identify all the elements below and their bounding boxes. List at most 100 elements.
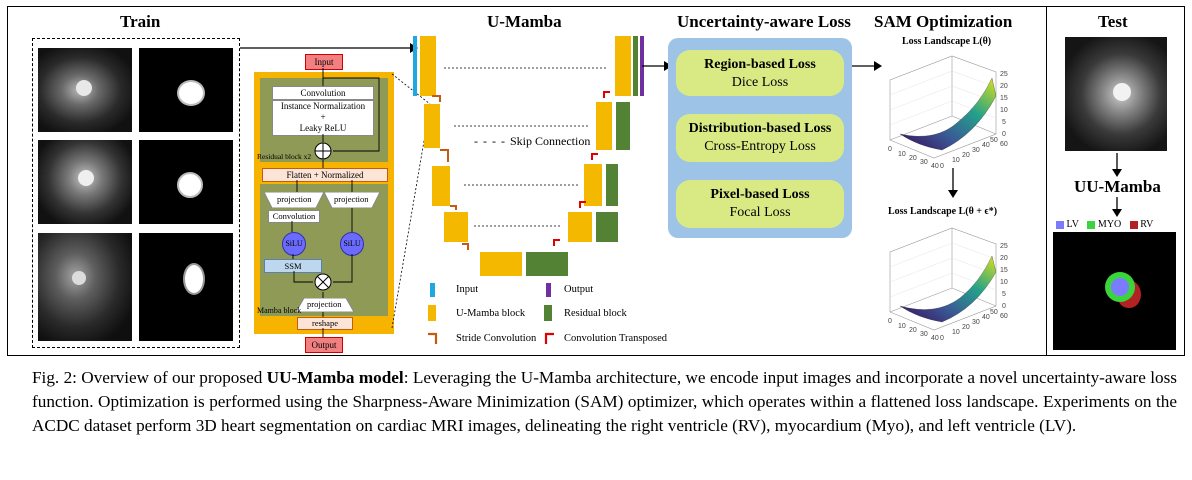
test-divider	[1046, 6, 1047, 356]
legend-input-label: Input	[456, 284, 479, 295]
svg-text:40: 40	[982, 314, 990, 321]
sam-plot2-title: Loss Landscape L(θ + ϵ*)	[888, 206, 998, 217]
block-convolution-box: Convolution	[272, 86, 374, 100]
svg-text:10: 10	[952, 157, 960, 164]
block-ssm-label: SSM	[284, 261, 302, 271]
legend-transposed-icon	[544, 332, 554, 344]
block-leaky-relu-label: Leaky ReLU	[299, 123, 347, 133]
svg-text:40: 40	[931, 335, 939, 342]
block-ssm-box: SSM	[264, 259, 322, 273]
block-output-label: Output	[311, 340, 337, 350]
test-segmentation-image	[1053, 232, 1176, 350]
umamba-architecture	[413, 36, 644, 276]
loss-region-heading: Region-based Loss	[704, 57, 816, 72]
block-connectors	[291, 68, 380, 337]
projection-bottom-shape	[296, 298, 354, 312]
svg-text:0: 0	[1002, 303, 1006, 310]
train-title: Train	[120, 12, 161, 31]
block-silu-left-label: SiLU	[285, 239, 303, 248]
svg-text:20: 20	[1000, 83, 1008, 90]
block-plus-label: +	[320, 112, 326, 122]
legend-output-swatch	[546, 283, 551, 297]
test-arrow-2	[1112, 197, 1122, 217]
svg-text:40: 40	[982, 142, 990, 149]
train-mask-image-2	[139, 140, 233, 224]
train-mri-image-3	[38, 233, 132, 341]
sam-plot1-title: Loss Landscape L(θ)	[902, 36, 992, 47]
svg-text:25: 25	[1000, 243, 1008, 250]
loss-item-distribution: Distribution-based Loss Cross-Entropy Lo…	[676, 114, 844, 162]
loss-to-sam-arrow	[852, 61, 882, 71]
sam-plot-arrow	[948, 168, 958, 198]
legend-lv-swatch	[1056, 220, 1064, 229]
svg-text:5: 5	[1002, 291, 1006, 298]
legend-input-swatch	[430, 283, 435, 297]
svg-text:15: 15	[1000, 267, 1008, 274]
sam-title: SAM Optimization	[874, 12, 1013, 31]
figure-frame	[7, 6, 1185, 356]
train-mask-image-3	[139, 233, 233, 341]
caption-prefix: Fig. 2: Overview of our proposed	[32, 368, 267, 387]
legend-stride-label: Stride Convolution	[456, 333, 537, 344]
test-model-label: UU-Mamba	[1074, 177, 1161, 196]
svg-text:50: 50	[990, 137, 998, 144]
legend-rv-swatch	[1129, 220, 1138, 229]
svg-text:20: 20	[962, 152, 970, 159]
legend-output-label: Output	[564, 284, 594, 295]
legend-myo-swatch	[1087, 220, 1096, 229]
block-input-label: Input	[314, 57, 334, 67]
svg-text:20: 20	[962, 324, 970, 331]
loss-distribution-sub: Cross-Entropy Loss	[704, 139, 816, 154]
legend-rv-label: RV	[1140, 219, 1154, 230]
svg-text:25: 25	[1000, 71, 1008, 78]
multiply-icon	[314, 273, 332, 291]
block-projection-bottom-label: projection	[307, 299, 342, 309]
test-mri-image	[1065, 37, 1167, 151]
projection-left-shape	[264, 192, 324, 208]
svg-text:0: 0	[940, 163, 944, 170]
svg-text:10: 10	[898, 323, 906, 330]
legend-umamba-swatch	[428, 305, 436, 321]
svg-text:20: 20	[909, 327, 917, 334]
loss-pixel-sub: Focal Loss	[729, 205, 791, 220]
train-mri-image-1	[38, 48, 132, 132]
block-instance-norm-label: Instance Normalization	[280, 101, 366, 111]
loss-title: Uncertainty-aware Loss	[677, 12, 851, 31]
block-projection-right-label: projection	[334, 194, 369, 204]
test-title: Test	[1098, 12, 1128, 31]
svg-text:30: 30	[972, 147, 980, 154]
train-mask-image-1	[139, 48, 233, 132]
svg-text:30: 30	[920, 331, 928, 338]
svg-text:0: 0	[888, 146, 892, 153]
svg-text:20: 20	[1000, 255, 1008, 262]
train-mri-image-2	[38, 140, 132, 224]
svg-text:50: 50	[990, 309, 998, 316]
skip-connection-label: Skip Connection	[509, 134, 591, 148]
test-arrow-1	[1112, 153, 1122, 177]
svg-text:20: 20	[909, 155, 917, 162]
mamba-block-label: Mamba block	[257, 306, 302, 315]
svg-text:30: 30	[920, 159, 928, 166]
block-reshape-box: reshape	[297, 317, 353, 330]
svg-text:0: 0	[940, 335, 944, 342]
loss-item-pixel: Pixel-based Loss Focal Loss	[676, 180, 844, 228]
test-legend: LV MYO RV	[1056, 219, 1166, 231]
caption-rest: : Leveraging the U-Mamba architecture, w…	[32, 368, 1177, 435]
block-convolution-label: Convolution	[300, 88, 346, 98]
legend-stride-icon	[428, 332, 438, 344]
silu-left-node: SiLU	[282, 232, 306, 256]
legend-lv-label: LV	[1066, 219, 1079, 230]
block-norm-box: Instance Normalization + Leaky ReLU	[272, 100, 374, 136]
svg-text:60: 60	[1000, 313, 1008, 320]
legend-transposed-label: Convolution Transposed	[564, 333, 667, 344]
figure-caption: Fig. 2: Overview of our proposed UU-Mamb…	[32, 366, 1177, 438]
legend-residual-label: Residual block	[564, 308, 627, 319]
svg-text:15: 15	[1000, 95, 1008, 102]
block-projection-left-label: projection	[277, 194, 312, 204]
block-conv2-label: Convolution	[272, 211, 316, 221]
svg-text:10: 10	[952, 329, 960, 336]
svg-text:10: 10	[898, 151, 906, 158]
block-flatten-box: Flatten + Normalized	[262, 168, 388, 182]
block-silu-right-label: SiLU	[343, 239, 361, 248]
